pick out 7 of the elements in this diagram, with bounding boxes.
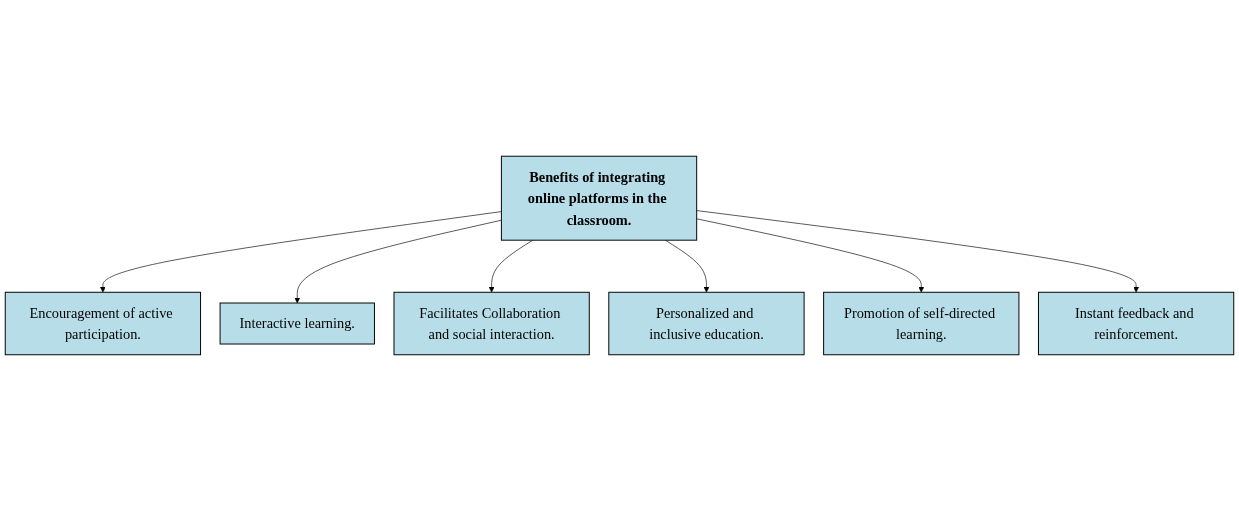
node-box: Facilitates Collaboration and social interaction.: [393, 291, 590, 355]
node-box: Interactive learning.: [219, 302, 375, 345]
node-box: Personalized and inclusive education.: [608, 291, 805, 355]
node-box: Promotion of self-directed learning.: [823, 291, 1020, 355]
node-box: Benefits of integrating online platforms in the classroom.: [500, 155, 698, 241]
node-box: Encouragement of active participation.: [4, 291, 202, 355]
node-box: Instant feedback and reinforcement.: [1037, 291, 1235, 355]
